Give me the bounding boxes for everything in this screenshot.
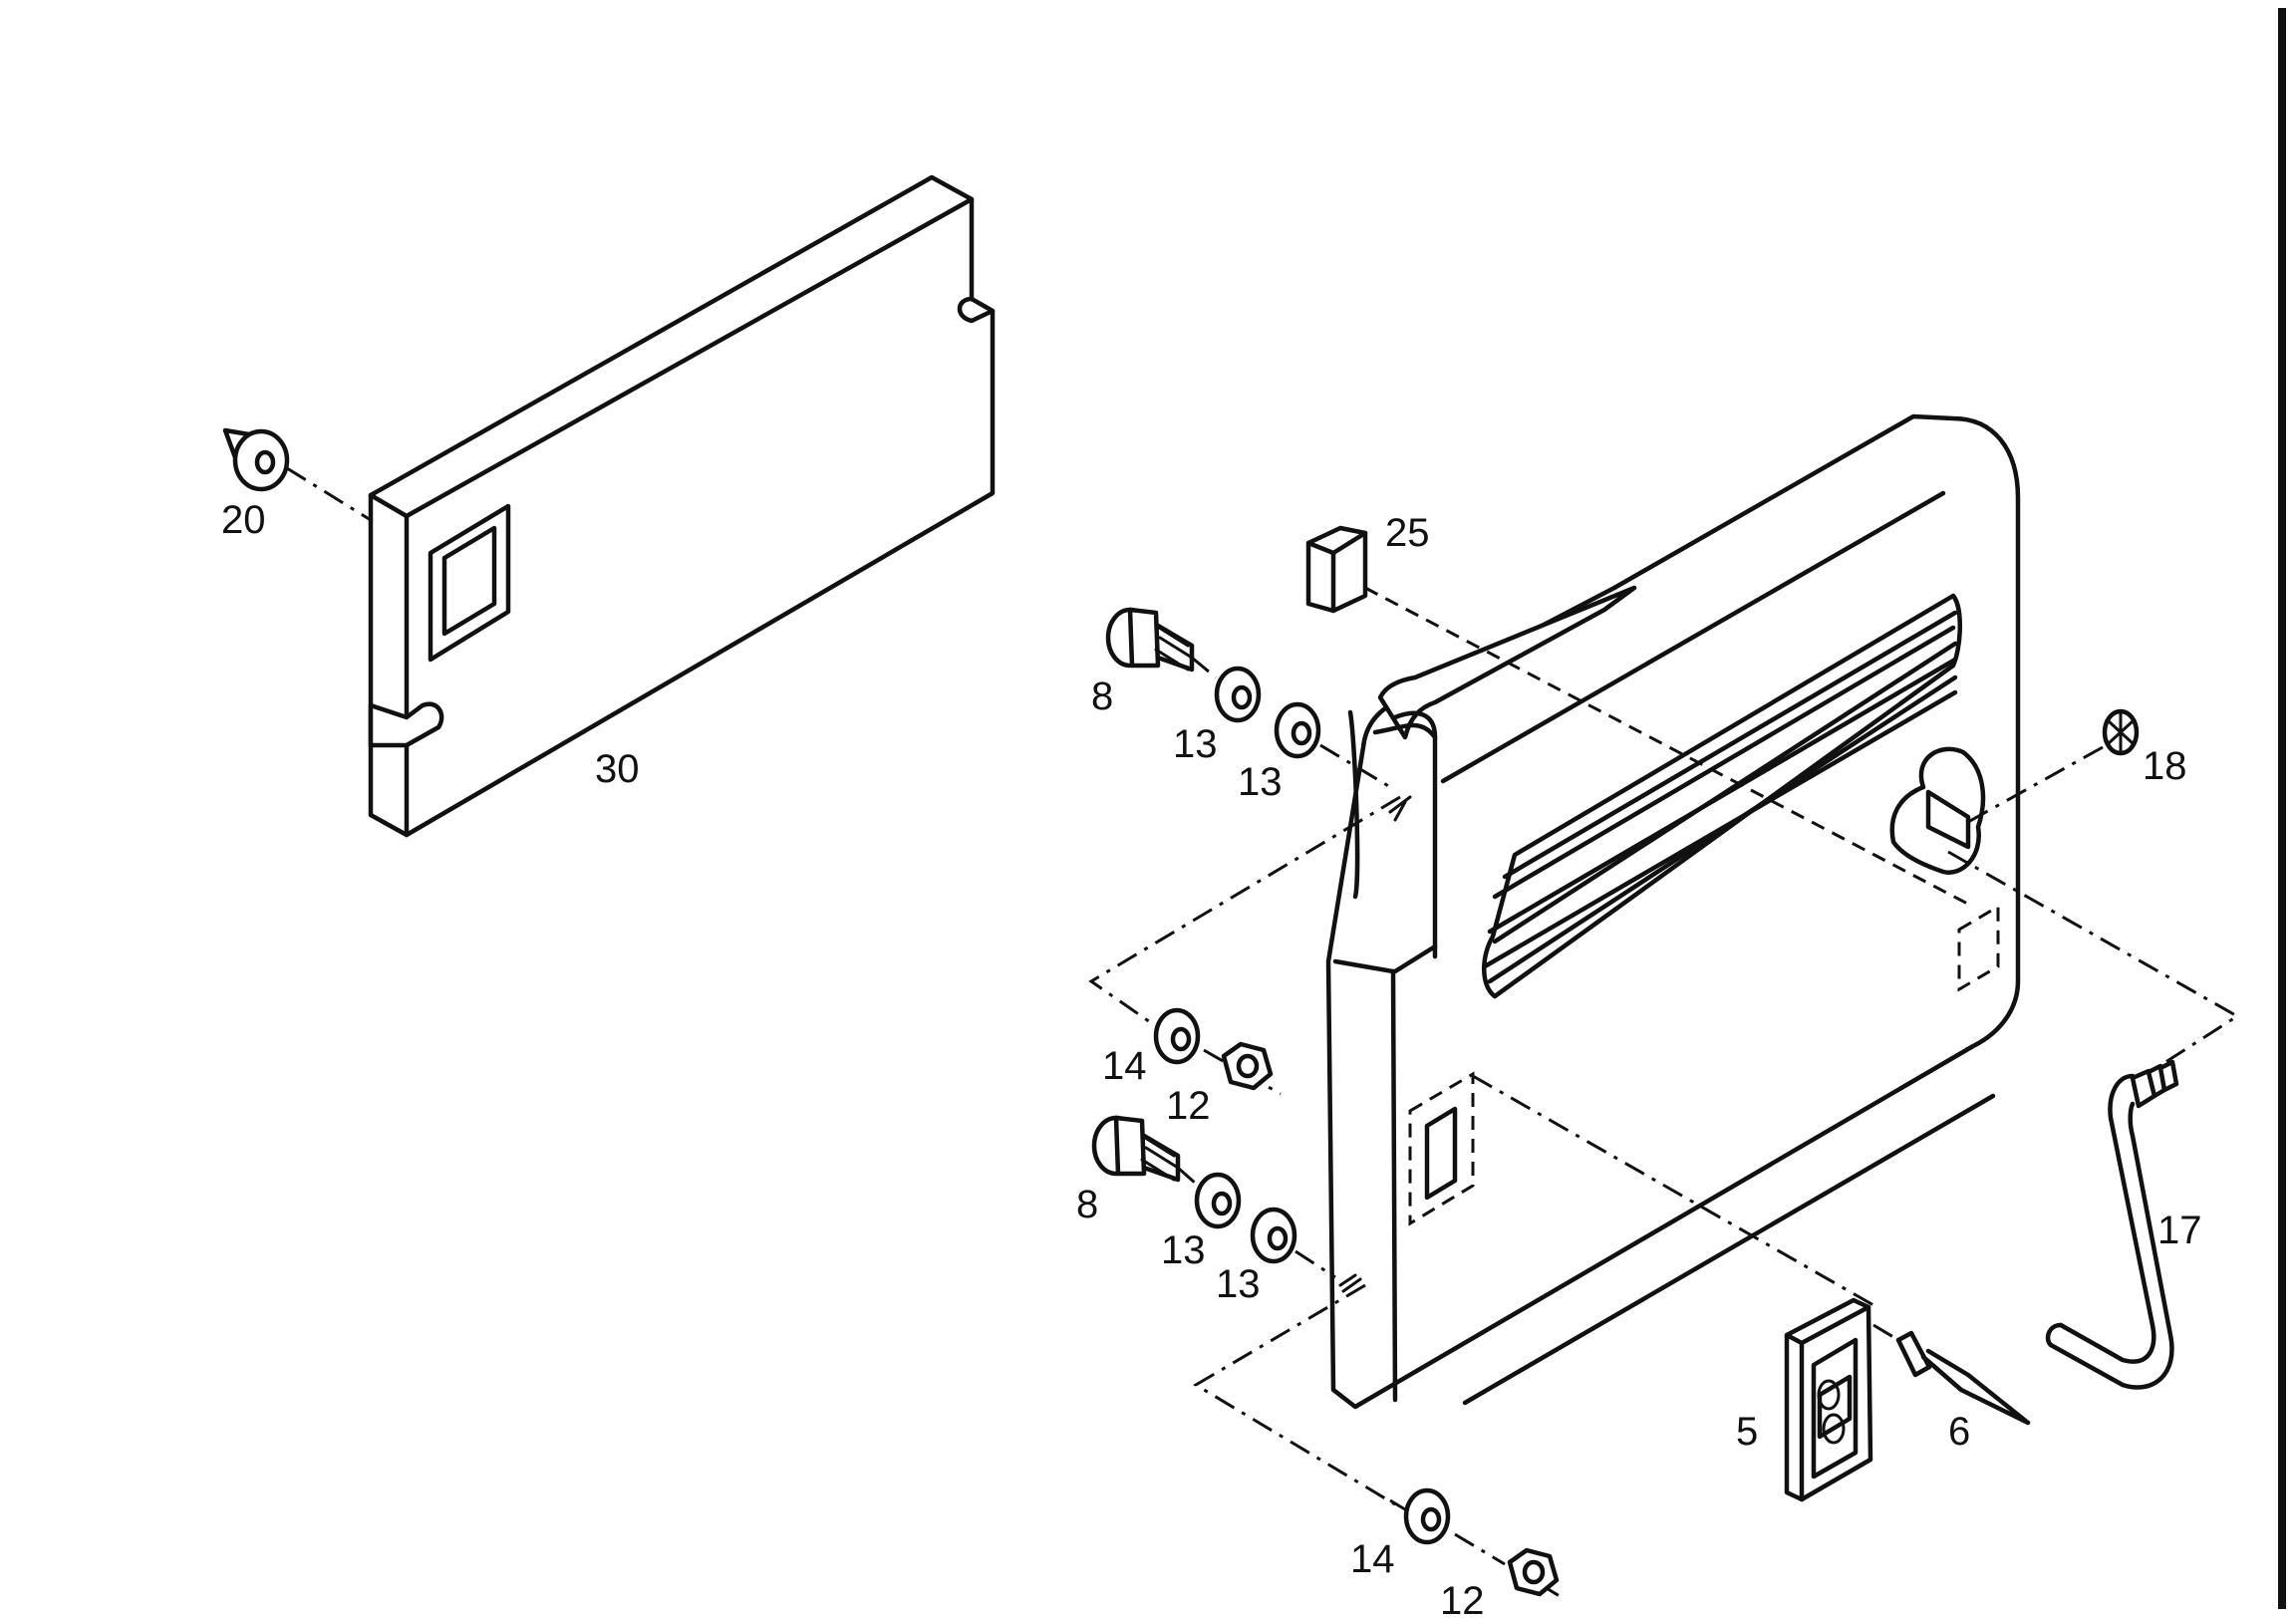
callout-14-lower: 14 <box>1350 1537 1395 1581</box>
probe-6 <box>1872 1323 2031 1426</box>
clip-20 <box>222 427 372 522</box>
callout-5: 5 <box>1736 1410 1758 1454</box>
side-panel <box>1325 413 2021 1410</box>
block-25 <box>1305 525 1974 909</box>
callout-20: 20 <box>221 498 266 542</box>
callout-13-c: 13 <box>1161 1228 1206 1272</box>
callout-13-b: 13 <box>1238 760 1283 804</box>
washer-13-d <box>1250 1207 1297 1264</box>
hose-17 <box>2045 1059 2179 1390</box>
callout-8-lower: 8 <box>1076 1183 1098 1226</box>
callout-14-upper: 14 <box>1102 1044 1147 1088</box>
nut-12-upper <box>1221 1041 1274 1091</box>
switch-5 <box>1784 1297 1873 1502</box>
callout-13-d: 13 <box>1216 1262 1261 1306</box>
callout-8-upper: 8 <box>1091 674 1113 718</box>
washer-14-lower <box>1403 1487 1451 1545</box>
washer-13-c <box>1194 1172 1242 1229</box>
callout-6: 6 <box>1948 1410 1970 1454</box>
screw-8-lower <box>1091 1115 1181 1183</box>
grommet-18 <box>1967 708 2140 824</box>
callout-12-upper: 12 <box>1166 1084 1211 1128</box>
callout-13-a: 13 <box>1173 722 1218 766</box>
callout-30: 30 <box>595 747 640 791</box>
nut-12-lower <box>1507 1547 1560 1597</box>
screw-8-upper <box>1105 607 1195 673</box>
washer-14-upper <box>1153 1007 1201 1065</box>
washer-13-b <box>1274 701 1321 759</box>
callout-18: 18 <box>2143 744 2187 788</box>
washer-13-a <box>1214 666 1262 723</box>
callout-12-lower: 12 <box>1440 1579 1485 1618</box>
callout-25: 25 <box>1385 511 1430 555</box>
panel-30 <box>368 174 996 838</box>
callout-17: 17 <box>2157 1209 2202 1252</box>
